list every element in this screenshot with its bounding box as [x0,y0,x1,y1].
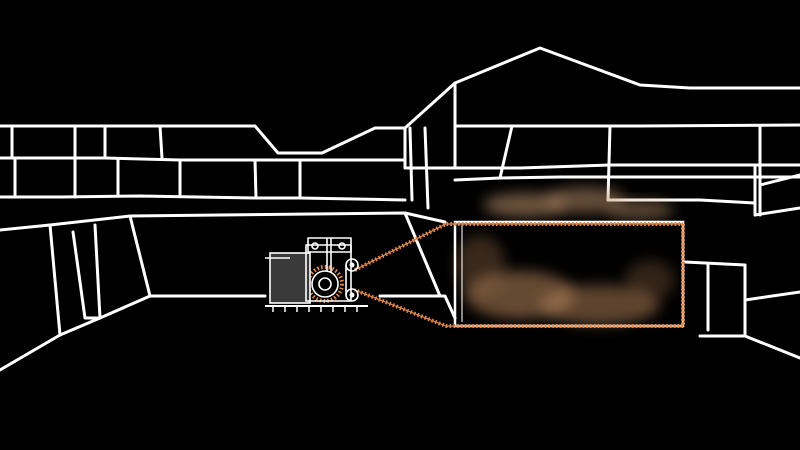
quarry-pit-left-post [50,225,60,335]
quarry-terraces [0,48,800,370]
machine-mast-pulley-left [312,243,318,249]
wire-drive-loop [308,267,342,301]
dust-puff-inner-4 [625,260,675,300]
quarry-vert-14 [608,126,610,200]
quarry-pit-wall-right [405,213,440,296]
quarry-vert-13 [500,126,512,178]
quarry-pit-left-post-2 [73,225,100,318]
machine-idler-lower-hub [350,293,355,298]
dust-puff-top-3 [606,200,674,220]
machine-mast-pulley-right [339,243,345,249]
wire-saw-machine [265,238,368,312]
quarry-top-ridge [0,48,800,153]
quarry-right-band-4 [755,208,800,215]
quarry-vert-11 [410,128,412,200]
quarry-left-band-1 [0,158,405,160]
machine-drive-wheel [312,271,338,297]
quarry-vert-9 [255,160,256,198]
quarry-right-band-2 [455,177,800,180]
quarry-left-band-2 [0,196,405,200]
wire-upper-run [355,224,683,270]
quarry-vert-4 [160,126,162,158]
quarry-pit-center-wall [130,216,150,296]
quarry-right-band-1 [455,165,800,168]
machine-idler-upper-hub [350,263,355,268]
quarry-vert-12 [425,128,428,208]
quarry-pit-floor-left [0,296,265,370]
quarry-right-pit-floor [745,292,800,300]
quarry-pit-left-wall [0,213,445,230]
quarry-right-pit-floor-2 [745,336,800,358]
cutting-dust-cloud [455,187,675,325]
machine-drive-hub [319,278,331,290]
quarry-right-ledge-2 [405,126,455,168]
machine-motor-body [270,253,310,303]
quarry-right-pit-edge [685,262,745,336]
